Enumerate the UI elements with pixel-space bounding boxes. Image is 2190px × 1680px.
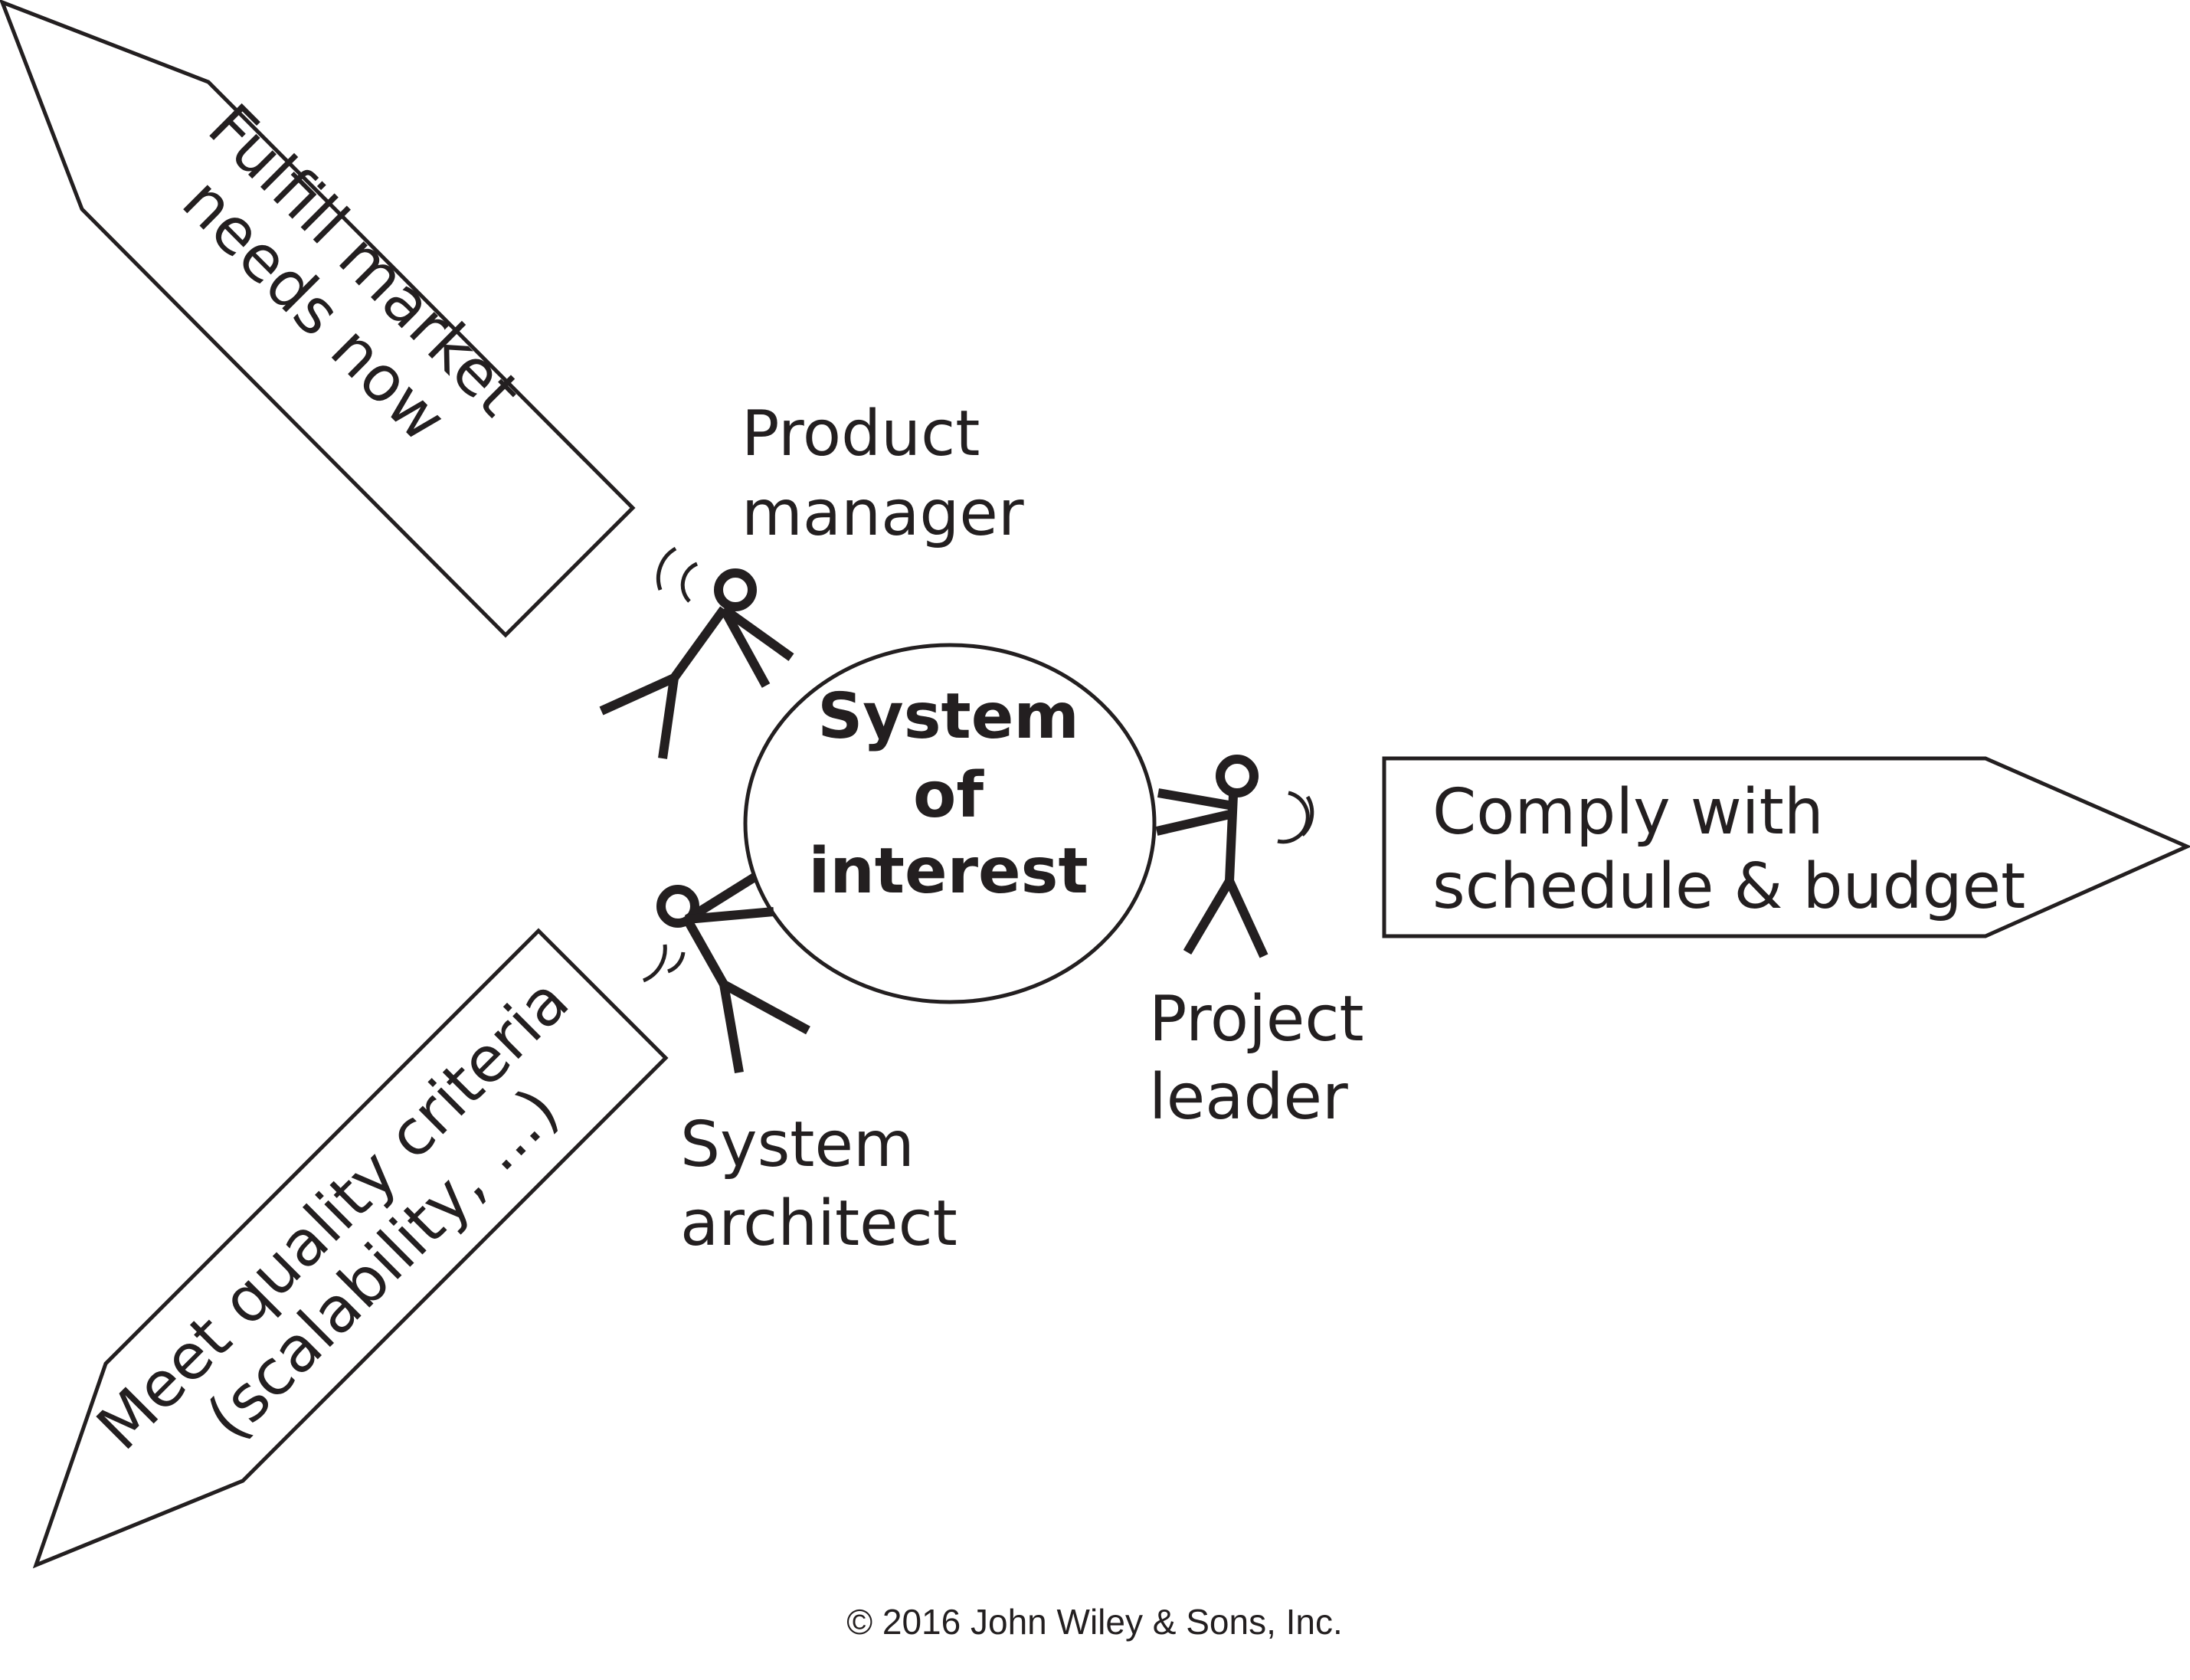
project-leader-line2: leader [1149, 1061, 1348, 1134]
goal-schedule-line2: schedule & budget [1432, 850, 2025, 923]
center-line3: interest [808, 835, 1088, 908]
project-leader-line1: Project [1149, 983, 1364, 1056]
center-line1: System [817, 680, 1079, 753]
system-architect-figure [642, 873, 810, 1074]
project-leader-figure [1155, 755, 1314, 958]
product-manager-line1: Product [741, 398, 980, 470]
goal-arrow-market: Fulfill market needs now [0, 0, 636, 638]
system-of-interest: System of interest [743, 643, 1157, 1004]
product-manager-label: Product manager [741, 398, 1024, 550]
copyright-notice: © 2016 John Wiley & Sons, Inc. [846, 1602, 1343, 1642]
system-architect-label: System architect [680, 1109, 958, 1260]
goal-schedule-line1: Comply with [1432, 776, 1824, 849]
system-architect-line2: architect [680, 1187, 958, 1260]
center-line2: of [913, 759, 984, 832]
system-architect-line1: System [680, 1109, 915, 1181]
product-manager-figure [599, 546, 794, 759]
project-leader-label: Project leader [1149, 983, 1364, 1134]
goal-arrow-quality: Meet quality criteria (scalability, ...) [32, 928, 669, 1569]
product-manager-line2: manager [741, 477, 1024, 550]
goal-arrow-schedule: Comply with schedule & budget [1382, 756, 2190, 938]
